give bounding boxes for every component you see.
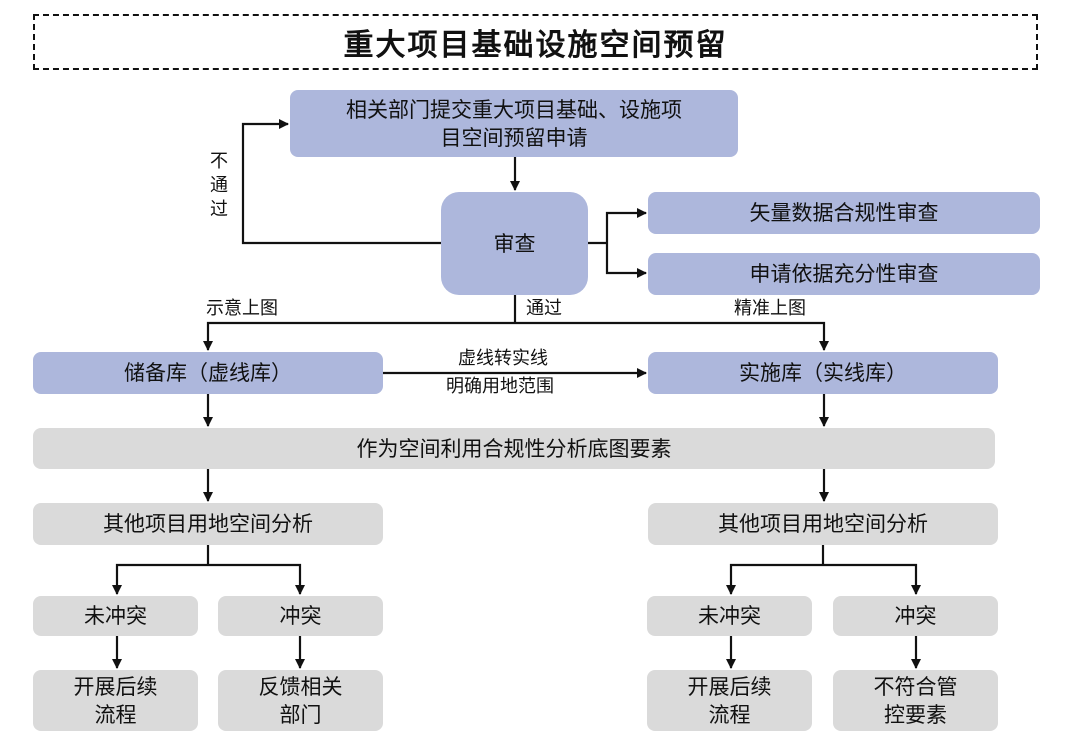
edge-to-vector <box>605 208 647 243</box>
label-pass: 通过 <box>526 298 562 319</box>
node-review: 审查 <box>441 192 588 295</box>
edge-right-conflict <box>823 563 921 595</box>
label-fail-char: 不 <box>210 151 228 172</box>
node-left-no-conflict: 未冲突 <box>33 596 198 636</box>
node-right-noncompliant-line1: 不符合管 <box>873 674 958 699</box>
label-convert-line2: 明确用地范围 <box>446 376 554 397</box>
label-schematic-map: 示意上图 <box>206 298 278 319</box>
node-base-map-element: 作为空间利用合规性分析底图要素 <box>33 428 995 469</box>
edge-left-conflict <box>208 563 305 595</box>
edge-right-noconflict <box>726 563 823 595</box>
node-left-continue-line1: 开展后续 <box>73 674 158 699</box>
label-precise-map: 精准上图 <box>734 298 806 319</box>
edge-to-impl <box>515 321 829 351</box>
label-fail-char: 过 <box>210 199 228 220</box>
edge-left-noconflict <box>112 563 208 595</box>
diagram-title: 重大项目基础设施空间预留 <box>343 28 728 63</box>
node-submit-line2: 目空间预留申请 <box>440 125 588 150</box>
node-basis-sufficiency-review: 申请依据充分性审查 <box>648 253 1040 295</box>
node-left-analysis: 其他项目用地空间分析 <box>33 503 383 545</box>
node-left-feedback-line1: 反馈相关 <box>258 674 343 699</box>
title-frame: 重大项目基础设施空间预留 <box>33 14 1038 70</box>
node-submit-application: 相关部门提交重大项目基础、设施项 目空间预留申请 <box>290 90 738 157</box>
node-right-no-conflict: 未冲突 <box>647 596 812 636</box>
node-right-continue-process: 开展后续 流程 <box>647 670 812 731</box>
node-left-continue-process: 开展后续 流程 <box>33 670 198 731</box>
node-reserve-library: 储备库（虚线库） <box>33 352 383 394</box>
node-implementation-library: 实施库（实线库） <box>648 352 998 394</box>
edge-to-basis <box>605 243 647 278</box>
node-left-continue-line2: 流程 <box>94 702 137 727</box>
node-right-continue-line1: 开展后续 <box>687 674 772 699</box>
node-right-continue-line2: 流程 <box>708 702 751 727</box>
node-right-noncompliant-line2: 控要素 <box>884 702 947 727</box>
label-convert-line1: 虚线转实线 <box>458 348 548 369</box>
node-right-analysis: 其他项目用地空间分析 <box>648 503 998 545</box>
label-fail-char: 通 <box>210 175 228 196</box>
node-left-feedback-department: 反馈相关 部门 <box>218 670 383 731</box>
edge-to-reserve <box>203 321 515 351</box>
node-left-feedback-line2: 部门 <box>279 702 322 727</box>
node-vector-compliance-review: 矢量数据合规性审查 <box>648 192 1040 234</box>
node-left-conflict: 冲突 <box>218 596 383 636</box>
node-right-conflict: 冲突 <box>833 596 998 636</box>
node-submit-line1: 相关部门提交重大项目基础、设施项 <box>346 97 682 122</box>
label-fail: 不 通 过 <box>209 150 229 222</box>
edge-fail-loop <box>241 119 441 245</box>
node-right-noncompliant-control: 不符合管 控要素 <box>833 670 998 731</box>
